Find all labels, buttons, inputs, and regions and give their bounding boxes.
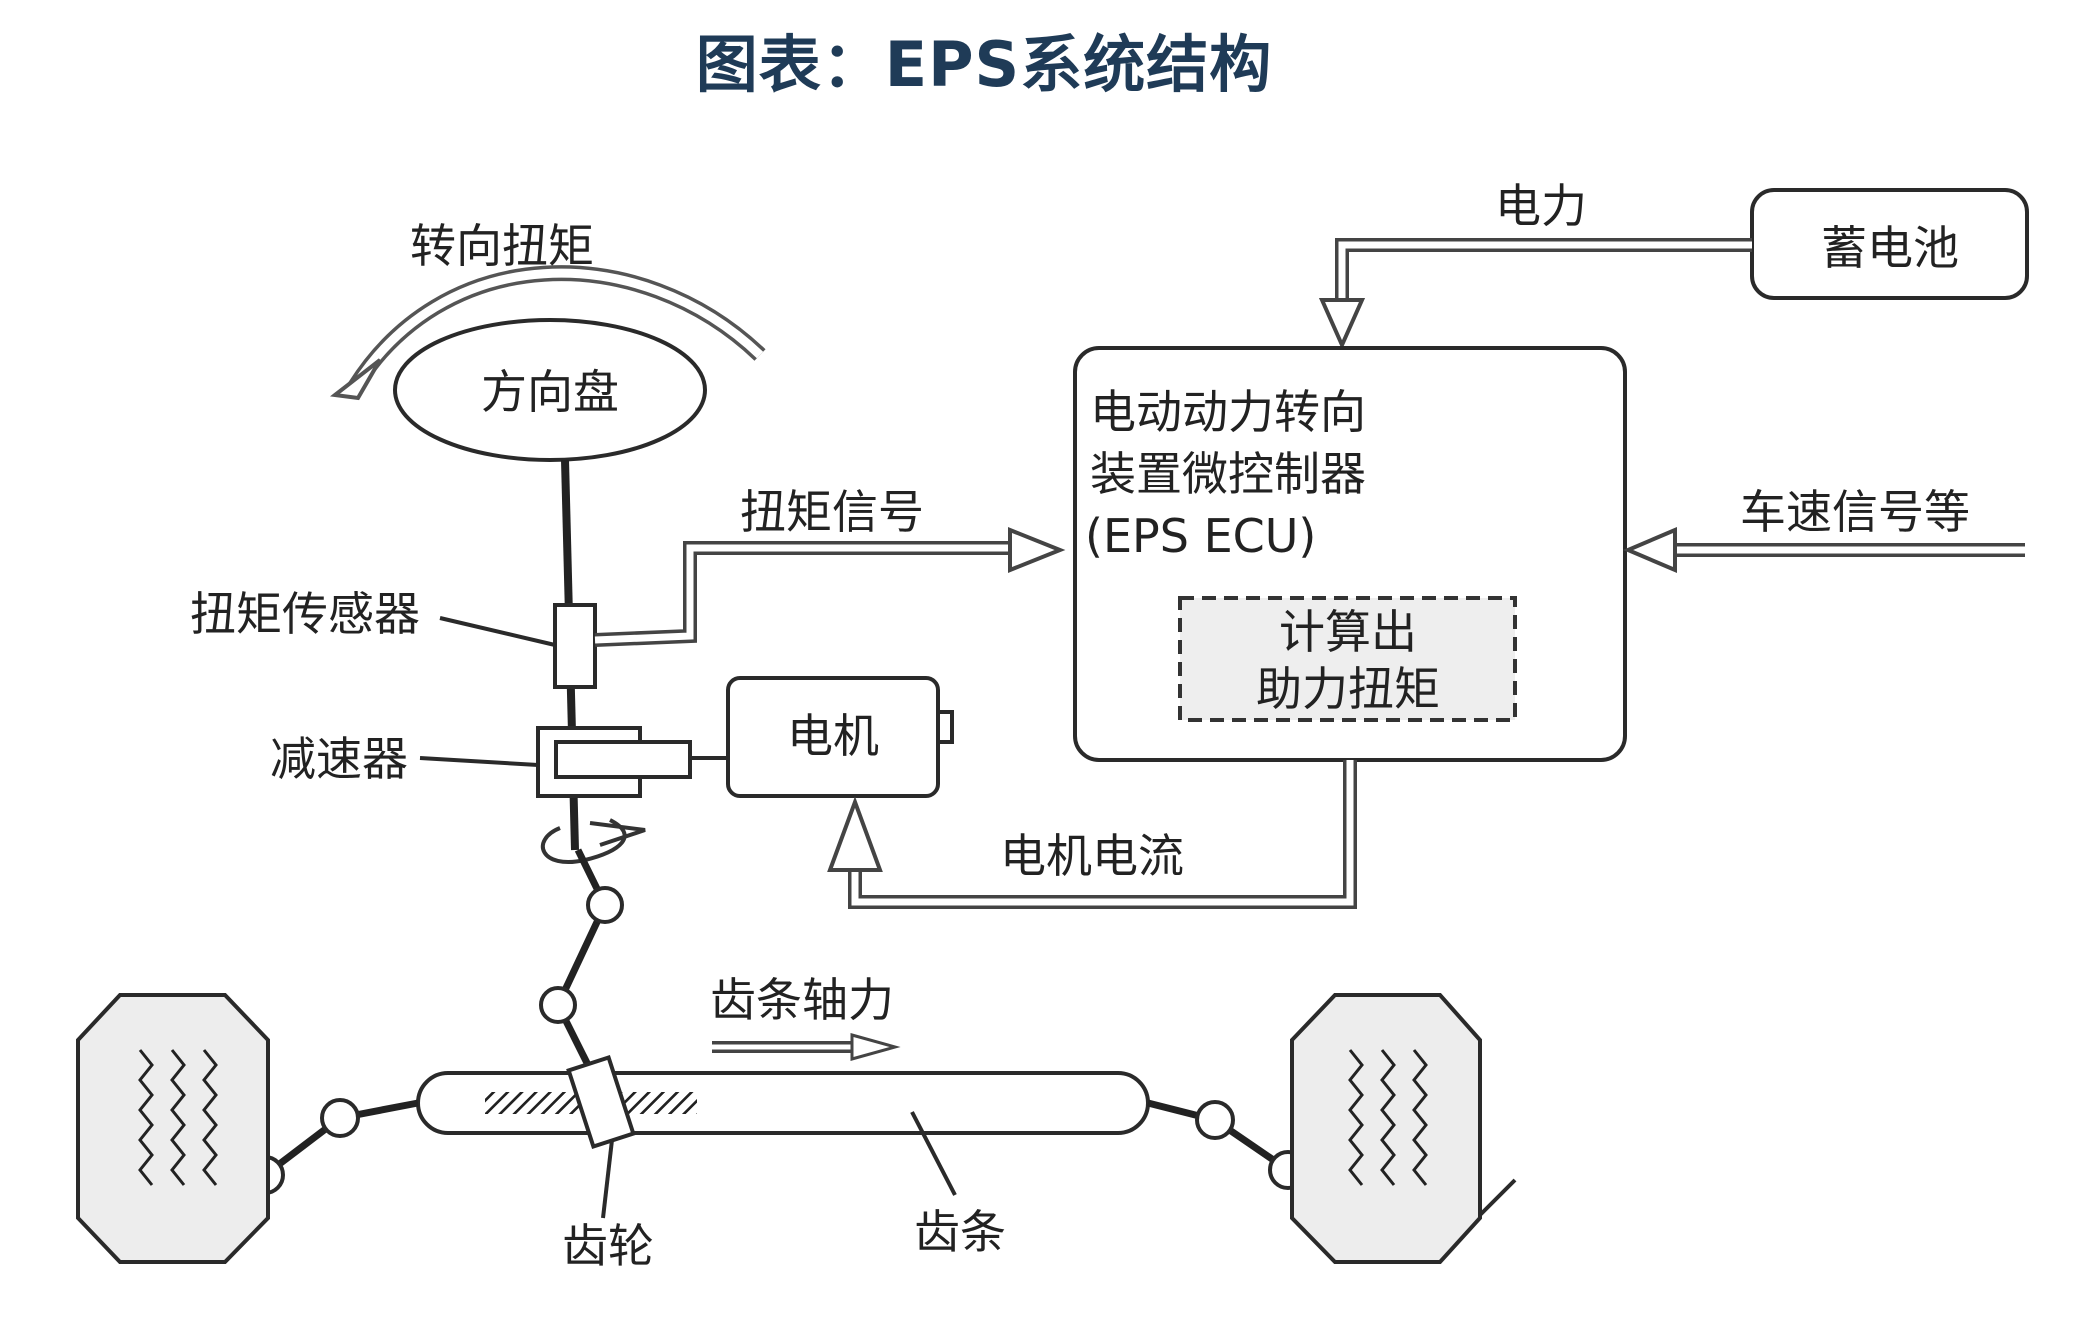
- battery-label: 蓄电池: [1821, 221, 1959, 275]
- universal-joint-lower: [539, 986, 577, 1024]
- motor-current-label: 电机电流: [1000, 829, 1184, 883]
- rack-force-arrow: [712, 1033, 901, 1061]
- calc-label-line1: 计算出: [1279, 605, 1417, 659]
- power-label: 电力: [1495, 179, 1587, 233]
- torque-signal-label: 扭矩信号: [740, 485, 924, 539]
- rack-leader: [910, 1111, 957, 1196]
- motor-current-arrow: [827, 760, 1357, 909]
- steering-torque-arrow: [329, 265, 766, 401]
- right-wheel: [1290, 993, 1482, 1264]
- page-title: 图表：EPS系统结构: [695, 28, 1273, 101]
- left-wheel-tread: [138, 1049, 218, 1186]
- right-tie-rod-joint: [1195, 1100, 1235, 1140]
- pinion: [566, 1054, 636, 1150]
- torque-signal-arrow: [594, 527, 1066, 647]
- rack-label: 齿条: [914, 1205, 1006, 1259]
- motor-label: 电机: [787, 709, 879, 763]
- pinion-leader: [601, 1139, 614, 1219]
- ecu-label-line3: (EPS ECU): [1085, 509, 1316, 563]
- universal-joint-upper: [586, 886, 624, 924]
- torque-sensor-label: 扭矩传感器: [190, 587, 420, 641]
- calc-label-line2: 助力扭矩: [1256, 662, 1440, 716]
- left-wheel: [76, 993, 270, 1264]
- ecu-label-line2: 装置微控制器: [1090, 447, 1366, 501]
- steering-torque-label: 转向扭矩: [410, 219, 594, 273]
- right-wheel-tread: [1348, 1049, 1428, 1186]
- reducer-inner: [554, 740, 692, 779]
- reducer-label: 减速器: [270, 732, 408, 786]
- calc-assist-torque-box: [1178, 596, 1517, 722]
- left-tie-rod-joint: [320, 1098, 360, 1138]
- steering-wheel: [393, 318, 707, 462]
- speed-signal-label: 车速信号等: [1740, 485, 1970, 539]
- torque-sensor-leader: [439, 616, 556, 647]
- torque-sensor: [553, 603, 597, 689]
- steering-wheel-label: 方向盘: [481, 365, 619, 419]
- power-arrow: [1318, 238, 1752, 350]
- pinion-label: 齿轮: [562, 1219, 654, 1273]
- speed-signal-arrow: [1622, 526, 2025, 574]
- rack-force-label: 齿条轴力: [710, 973, 894, 1027]
- reducer-leader: [419, 756, 539, 767]
- ecu-label-line1: 电动动力转向: [1090, 385, 1366, 439]
